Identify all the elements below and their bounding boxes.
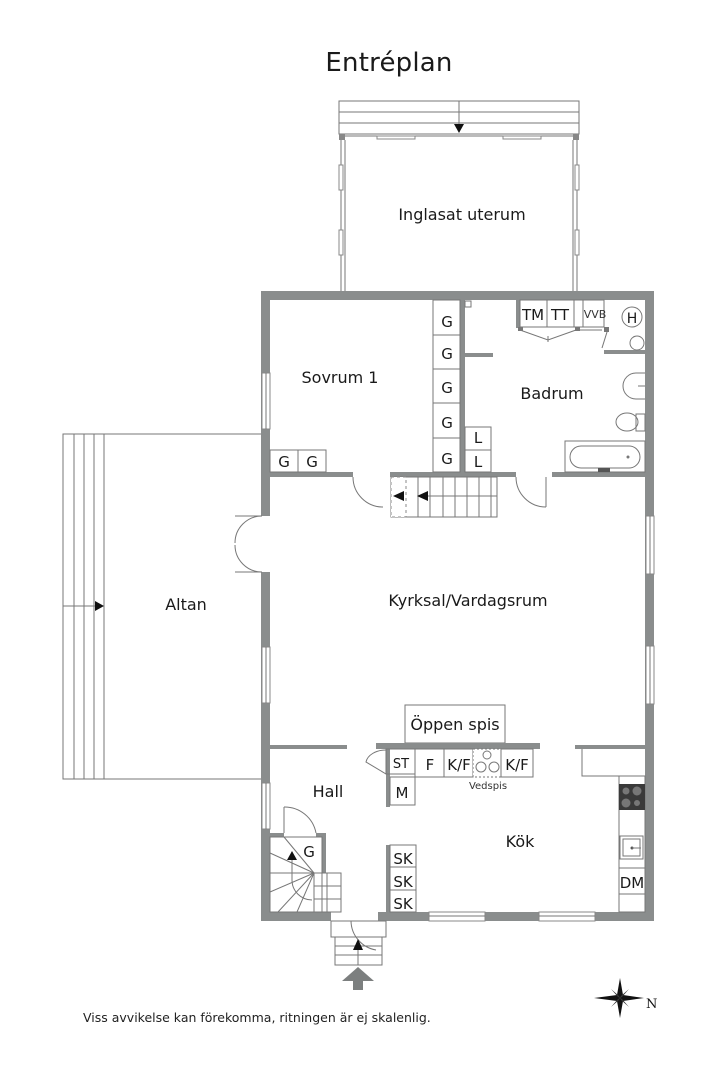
- fixture-st: ST: [393, 757, 409, 772]
- deck: [62, 433, 263, 780]
- linen-l-2: L: [474, 453, 483, 471]
- living-door-right[interactable]: [515, 476, 547, 508]
- closet-door-hall[interactable]: [283, 806, 317, 834]
- compass-north-label: N: [646, 997, 657, 1012]
- fixture-m: M: [396, 784, 409, 802]
- bedroom-door[interactable]: [352, 476, 384, 508]
- washer-tm: TM: [521, 306, 544, 324]
- linen-l-1: L: [474, 429, 483, 447]
- closet-g-hall: G: [303, 843, 315, 861]
- dryer-tt: TT: [550, 306, 570, 324]
- compass-rose-icon: [594, 978, 644, 1018]
- kitchen-fixtures: [389, 749, 646, 913]
- outer-walls: [261, 291, 654, 921]
- wardrobe-g-7: G: [306, 453, 318, 471]
- cabinet-sk-1: SK: [393, 850, 414, 868]
- cabinet-sk-2: SK: [393, 873, 414, 891]
- room-sovrum-1: Sovrum 1: [302, 368, 379, 387]
- fixture-kf-1: K/F: [447, 756, 471, 774]
- wardrobe-g-5: G: [441, 450, 453, 468]
- plan-title: Entréplan: [325, 48, 453, 78]
- staircase-center[interactable]: [390, 476, 498, 518]
- wardrobe-g-6: G: [278, 453, 290, 471]
- wardrobe-g-4: G: [441, 414, 453, 432]
- fireplace-counter: [365, 704, 540, 806]
- fixture-h: H: [627, 311, 638, 327]
- open-fireplace-label: Öppen spis: [410, 715, 499, 734]
- windows: [261, 372, 655, 922]
- glazed-porch: [338, 100, 580, 291]
- hall-stair-arrow-icon: [287, 851, 297, 860]
- deck-arrow-icon: [95, 601, 104, 611]
- room-badrum: Badrum: [520, 384, 583, 403]
- wood-stove-label: Vedspis: [469, 781, 507, 792]
- entrance-arrow-icon: [342, 967, 374, 990]
- room-kyrksal-vardagsrum: Kyrksal/Vardagsrum: [388, 591, 547, 610]
- staircase-hall[interactable]: [269, 836, 342, 913]
- wardrobe-g-2: G: [441, 345, 453, 363]
- room-kok: Kök: [506, 832, 535, 851]
- wardrobe-g-3: G: [441, 379, 453, 397]
- disclaimer: Viss avvikelse kan förekomma, ritningen …: [83, 1010, 431, 1025]
- fixture-f: F: [426, 756, 435, 774]
- room-altan: Altan: [165, 595, 207, 614]
- wardrobe-g-1: G: [441, 313, 453, 331]
- stair-arrow-icon: [393, 491, 404, 501]
- fixture-kf-2: K/F: [505, 756, 529, 774]
- entry-arrow-icon: [454, 124, 464, 133]
- bedroom-wardrobes: [269, 299, 461, 473]
- deck-double-door[interactable]: [234, 515, 270, 573]
- entrance-steps: [330, 920, 387, 990]
- water-heater-vvb: VVB: [584, 308, 607, 321]
- bathroom-fixtures: [464, 299, 646, 473]
- room-hall: Hall: [313, 782, 344, 801]
- cabinet-sk-3: SK: [393, 895, 414, 913]
- dishwasher-dm: DM: [620, 874, 645, 892]
- room-inglasat-uterum: Inglasat uterum: [398, 205, 525, 224]
